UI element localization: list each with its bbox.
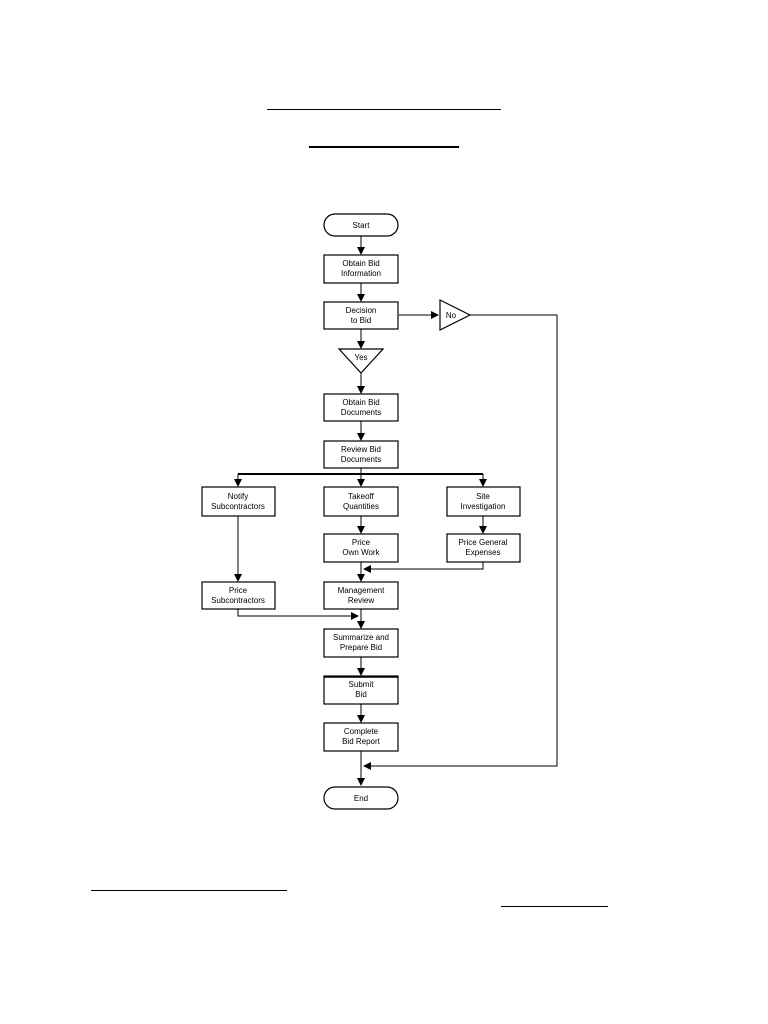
decision-to-bid-line2: to Bid bbox=[351, 316, 371, 325]
price-subcontractors-line2: Subcontractors bbox=[211, 596, 265, 605]
yes-label: Yes bbox=[354, 353, 367, 362]
notify-subcontractors-line2: Subcontractors bbox=[211, 502, 265, 511]
process-obtain-bid-documents: Obtain Bid Documents bbox=[323, 393, 399, 422]
process-takeoff-quantities: Takeoff Quantities bbox=[323, 486, 399, 517]
obtain-bid-documents-line2: Documents bbox=[341, 408, 381, 417]
date-blank-line bbox=[501, 906, 608, 907]
signature-blank-line bbox=[91, 890, 287, 891]
start-terminal: Start bbox=[323, 213, 399, 237]
process-review-bid-documents: Review Bid Documents bbox=[323, 440, 399, 469]
obtain-bid-information-line1: Obtain Bid bbox=[342, 259, 379, 268]
submit-bid-line1: Submit bbox=[349, 680, 375, 689]
process-complete-bid-report: Complete Bid Report bbox=[323, 722, 399, 752]
site-investigation-line1: Site bbox=[476, 492, 490, 501]
obtain-bid-documents-line1: Obtain Bid bbox=[342, 398, 379, 407]
price-own-work-line2: Own Work bbox=[342, 548, 380, 557]
takeoff-quantities-line2: Quantities bbox=[343, 502, 379, 511]
summarize-prepare-bid-line1: Summarize and bbox=[333, 633, 389, 642]
process-price-general-expenses: Price General Expenses bbox=[446, 533, 521, 563]
process-decision-to-bid: Decision to Bid bbox=[323, 301, 399, 330]
end-label: End bbox=[354, 794, 368, 803]
management-review-line1: Management bbox=[338, 586, 385, 595]
site-investigation-line2: Investigation bbox=[461, 502, 506, 511]
arrow-price-subs-to-summarize bbox=[237, 609, 359, 620]
price-subcontractors-line1: Price bbox=[229, 586, 248, 595]
start-label: Start bbox=[353, 221, 371, 230]
subtitle-blank-line bbox=[309, 146, 459, 148]
process-management-review: Management Review bbox=[323, 581, 399, 610]
title-blank-line bbox=[267, 109, 501, 110]
process-submit-bid: Submit Bid bbox=[323, 675, 399, 705]
takeoff-quantities-line1: Takeoff bbox=[348, 492, 374, 501]
price-own-work-line1: Price bbox=[352, 538, 371, 547]
review-bid-documents-line2: Documents bbox=[341, 455, 381, 464]
end-terminal: End bbox=[323, 786, 399, 810]
process-price-own-work: Price Own Work bbox=[323, 533, 399, 563]
price-general-expenses-line2: Expenses bbox=[465, 548, 500, 557]
notify-subcontractors-line1: Notify bbox=[228, 492, 248, 501]
process-obtain-bid-information: Obtain Bid Information bbox=[323, 254, 399, 284]
no-triangle: No bbox=[439, 299, 472, 331]
process-notify-subcontractors: Notify Subcontractors bbox=[201, 486, 276, 517]
no-label: No bbox=[446, 311, 457, 320]
complete-bid-report-line1: Complete bbox=[344, 727, 379, 736]
no-path-line bbox=[363, 314, 558, 770]
price-general-expenses-line1: Price General bbox=[459, 538, 508, 547]
connectors bbox=[234, 236, 558, 786]
submit-bid-line2: Bid bbox=[355, 690, 367, 699]
management-review-line2: Review bbox=[348, 596, 374, 605]
yes-triangle: Yes bbox=[337, 348, 385, 374]
decision-to-bid-line1: Decision bbox=[346, 306, 377, 315]
obtain-bid-information-line2: Information bbox=[341, 269, 381, 278]
process-site-investigation: Site Investigation bbox=[446, 486, 521, 517]
complete-bid-report-line2: Bid Report bbox=[342, 737, 381, 746]
arrow-price-general-to-management bbox=[363, 562, 484, 573]
review-bid-documents-line1: Review Bid bbox=[341, 445, 381, 454]
process-summarize-prepare-bid: Summarize and Prepare Bid bbox=[323, 628, 399, 658]
summarize-prepare-bid-line2: Prepare Bid bbox=[340, 643, 382, 652]
process-price-subcontractors: Price Subcontractors bbox=[201, 581, 276, 610]
